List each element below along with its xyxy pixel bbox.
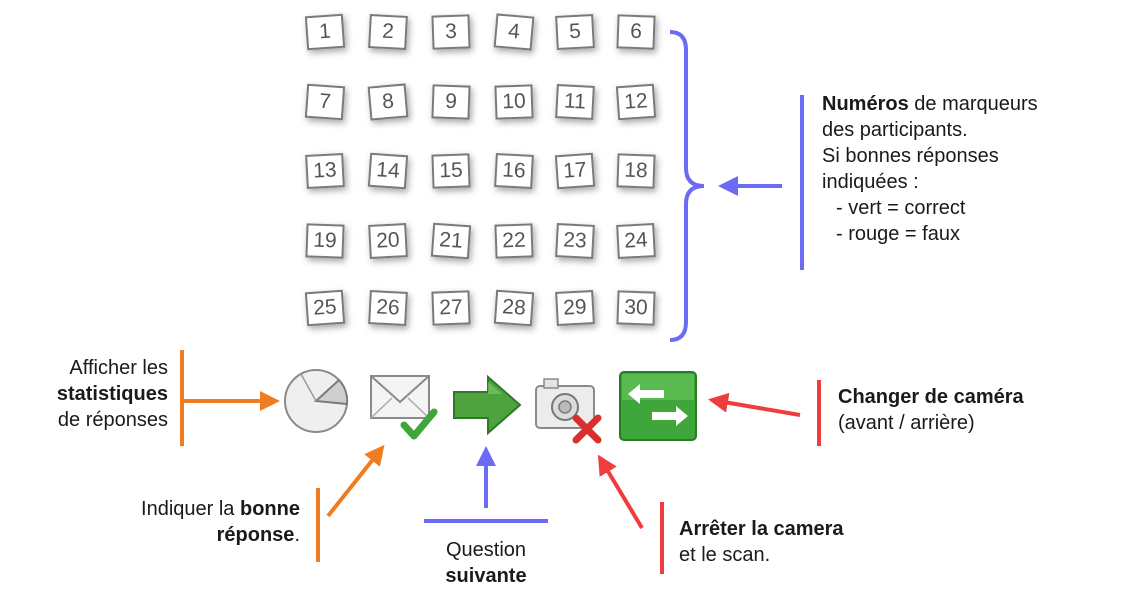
numbers-note: Numéros de marqueurs des participants. S… xyxy=(822,93,1038,245)
participant-marker: 18 xyxy=(616,153,656,189)
participant-marker: 10 xyxy=(494,84,534,120)
participant-marker: 21 xyxy=(430,222,472,260)
participant-marker: 12 xyxy=(615,83,657,121)
camera-arrow xyxy=(708,392,801,417)
answer-arrow xyxy=(326,444,385,518)
participant-marker: 1 xyxy=(304,13,346,51)
participant-marker: 9 xyxy=(431,84,471,120)
participant-marker: 15 xyxy=(431,153,471,189)
participant-marker: 11 xyxy=(555,84,595,120)
stop-arrow xyxy=(597,454,644,530)
switch-camera-icon[interactable] xyxy=(618,370,698,442)
participant-marker: 28 xyxy=(493,289,535,327)
answer-note: Indiquer la bonne réponse. xyxy=(141,498,300,546)
camera-note: Changer de caméra (avant / arrière) xyxy=(838,386,1024,434)
next-arrow-icon[interactable] xyxy=(450,372,524,438)
stop-note: Arrêter la camera et le scan. xyxy=(679,518,844,566)
participant-marker: 23 xyxy=(555,223,595,259)
stats-note: Afficher les statistiques de réponses xyxy=(56,357,168,431)
participant-marker: 6 xyxy=(616,14,656,50)
participant-marker: 7 xyxy=(304,83,346,121)
participant-marker: 14 xyxy=(367,152,409,190)
participant-marker: 3 xyxy=(431,14,471,50)
camera-stop-icon[interactable] xyxy=(532,372,610,446)
participant-marker: 16 xyxy=(494,153,534,189)
participant-marker: 20 xyxy=(368,223,408,259)
curly-brace xyxy=(669,30,705,342)
participant-marker: 17 xyxy=(554,152,596,190)
participant-marker: 27 xyxy=(431,290,471,326)
participant-marker: 13 xyxy=(305,153,345,189)
participant-marker: 30 xyxy=(616,290,656,326)
participant-marker: 8 xyxy=(367,83,409,121)
participant-marker: 29 xyxy=(555,290,595,326)
participant-marker: 22 xyxy=(494,223,534,259)
participant-marker: 2 xyxy=(368,14,408,50)
participant-marker: 4 xyxy=(493,13,535,51)
participant-marker: 25 xyxy=(304,289,346,327)
envelope-check-icon[interactable] xyxy=(368,370,440,446)
participant-marker: 24 xyxy=(616,223,656,259)
pie-chart-icon[interactable] xyxy=(281,366,351,436)
participant-marker: 19 xyxy=(305,223,345,259)
next-note: Question suivante xyxy=(445,539,527,587)
participant-marker: 26 xyxy=(368,290,408,326)
participant-marker: 5 xyxy=(555,14,595,50)
